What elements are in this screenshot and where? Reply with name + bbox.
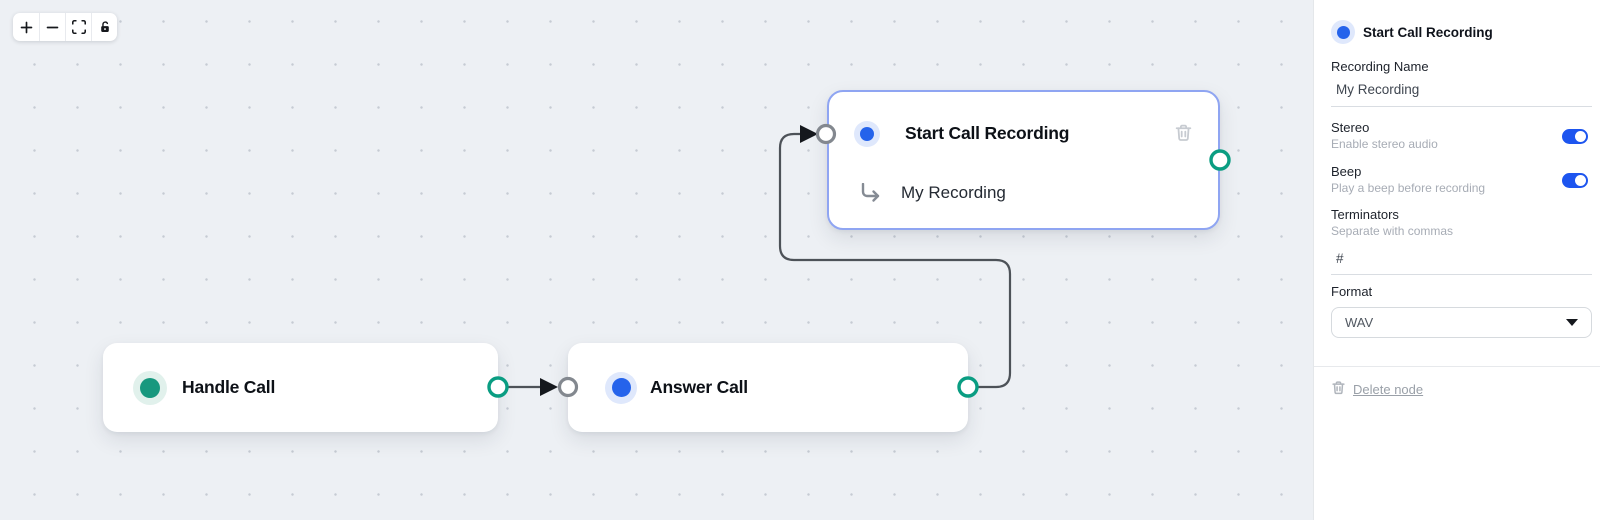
- delete-node-link[interactable]: Delete node: [1331, 380, 1423, 398]
- branch-arrow-icon: [860, 183, 882, 203]
- node-title: Handle Call: [182, 377, 276, 397]
- port-output-start-call-recording[interactable]: [1209, 149, 1231, 171]
- zoom-out-button[interactable]: [39, 13, 65, 41]
- delete-node-button[interactable]: [1174, 123, 1193, 145]
- port-output-handle-call[interactable]: [487, 376, 509, 398]
- recording-name-label: Recording Name: [1331, 59, 1429, 74]
- node-status-halo: [605, 371, 637, 404]
- recording-name-input[interactable]: [1331, 75, 1592, 107]
- terminators-label: Terminators: [1331, 207, 1399, 222]
- node-start-call-recording-selected[interactable]: Start Call Recording My Recording: [827, 90, 1220, 230]
- chevron-down-icon: [1566, 319, 1578, 326]
- beep-hint: Play a beep before recording: [1331, 181, 1486, 195]
- minus-icon: [45, 20, 60, 35]
- node-status-halo: [854, 120, 880, 147]
- node-title: Start Call Recording: [905, 123, 1070, 143]
- node-settings-panel: Start Call Recording Recording Name Ster…: [1313, 0, 1600, 520]
- node-subtitle: My Recording: [901, 183, 1006, 202]
- delete-node-label: Delete node: [1353, 381, 1424, 397]
- node-status-dot: [611, 378, 631, 397]
- unlock-icon: [98, 20, 112, 34]
- format-selected-value: WAV: [1345, 315, 1374, 330]
- beep-label: Beep: [1331, 164, 1362, 179]
- format-label: Format: [1331, 284, 1373, 299]
- plus-icon: [19, 20, 34, 35]
- port-input-start-call-recording[interactable]: [815, 123, 837, 145]
- trash-icon: [1331, 380, 1346, 398]
- trash-icon: [1174, 123, 1193, 145]
- node-status-dot: [140, 377, 160, 398]
- port-input-answer-call[interactable]: [557, 376, 579, 398]
- node-handle-call[interactable]: Handle Call: [103, 343, 498, 432]
- zoom-in-button[interactable]: [13, 13, 39, 41]
- panel-title: Start Call Recording: [1363, 24, 1493, 40]
- fit-view-button[interactable]: [65, 13, 91, 41]
- edge-answer-to-start[interactable]: [778, 132, 1012, 389]
- node-status-dot: [1336, 25, 1350, 39]
- toggle-knob: [1575, 174, 1586, 186]
- stereo-label: Stereo: [1331, 120, 1370, 135]
- stereo-toggle[interactable]: [1562, 128, 1588, 144]
- terminators-hint: Separate with commas: [1331, 224, 1454, 238]
- node-status-halo: [1331, 20, 1355, 44]
- node-status-halo: [133, 370, 167, 405]
- node-title: Answer Call: [650, 377, 748, 397]
- fit-view-icon: [71, 20, 86, 34]
- canvas-controls: [13, 13, 117, 41]
- node-status-dot: [860, 126, 874, 141]
- beep-toggle[interactable]: [1562, 172, 1588, 188]
- toggle-knob: [1575, 130, 1586, 142]
- flow-canvas[interactable]: [0, 0, 1313, 520]
- lock-button[interactable]: [91, 13, 117, 41]
- port-output-answer-call[interactable]: [957, 376, 979, 398]
- terminators-input[interactable]: [1331, 245, 1592, 275]
- stereo-hint: Enable stereo audio: [1331, 137, 1438, 151]
- format-select[interactable]: WAV: [1331, 307, 1592, 338]
- panel-header: Start Call Recording: [1331, 20, 1592, 44]
- panel-divider: [1314, 366, 1600, 367]
- node-answer-call[interactable]: Answer Call: [568, 343, 968, 432]
